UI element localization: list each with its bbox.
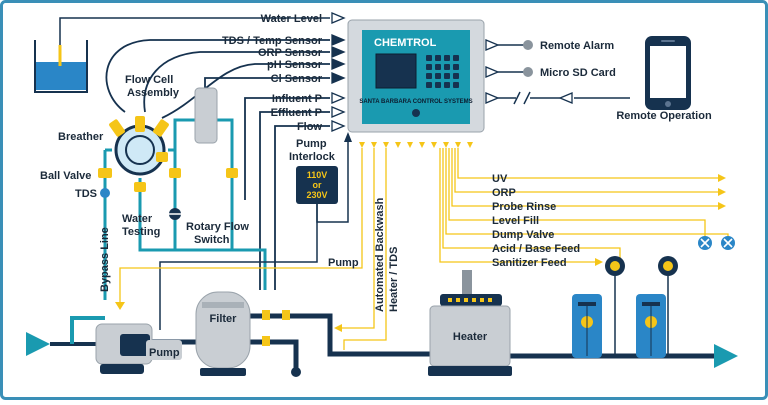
sensor-labels: Water Level TDS / Temp Sensor ORP Sensor… [222, 13, 323, 133]
label-effluent-pressure: Effluent P [271, 107, 322, 119]
label-heater-tds: Heater / TDS [388, 247, 400, 312]
interlock-or: or [313, 180, 322, 190]
interlock-arrowhead [344, 132, 352, 142]
label-flow-cell-assembly-1: Flow Cell [125, 74, 173, 86]
outflow-arrow-icon [714, 344, 738, 368]
label-sanitizer-feed: Sanitizer Feed [492, 257, 567, 269]
label-water-level: Water Level [261, 13, 322, 25]
label-remote-alarm: Remote Alarm [540, 40, 614, 52]
interlock-voltage-2: 230V [306, 190, 327, 200]
tds-sensor-icon [100, 188, 110, 198]
label-orp-sensor: ORP Sensor [258, 47, 323, 59]
label-ph-sensor: pH Sensor [267, 59, 323, 71]
label-pump-line: Pump [328, 257, 359, 269]
output-breaks [513, 91, 531, 105]
micro-sd-icon [523, 67, 533, 77]
label-orp-output: ORP [492, 187, 516, 199]
valve-icons [698, 236, 735, 250]
output-arrowheads [485, 39, 573, 104]
relay-lines [439, 148, 729, 263]
controller-screen [375, 53, 417, 89]
chemtrol-controller: CHEMTROL SANTA BARBARA CONTROL SYSTEMS [347, 19, 485, 133]
remote-alarm-icon [523, 40, 533, 50]
label-rotary-flow-1: Rotary Flow [186, 221, 249, 233]
label-water-testing-1: Water [122, 213, 153, 225]
label-tds: TDS [75, 188, 97, 200]
ball-valves [98, 168, 238, 192]
equipment-control-lines [119, 148, 387, 350]
water-tank [34, 17, 330, 93]
label-bypass-line: Bypass Line [99, 227, 111, 292]
relay-heads [595, 174, 726, 266]
label-influent-pressure: Influent P [272, 93, 322, 105]
label-flow: Flow [297, 121, 322, 133]
label-pump-interlock-1: Pump [296, 138, 327, 150]
flow-cell-assembly [109, 116, 169, 176]
inflow-arrow-icon [26, 332, 50, 356]
label-pump: Pump [149, 347, 180, 359]
label-dump-valve: Dump Valve [492, 229, 554, 241]
label-micro-sd-card: Micro SD Card [540, 67, 616, 79]
label-pump-interlock-2: Interlock [289, 151, 336, 163]
chemical-feeder-2 [636, 256, 678, 358]
pump-interlock-box: 110V or 230V [296, 166, 338, 204]
filter-tank [195, 291, 251, 376]
drain-outlet-icon [291, 367, 301, 377]
probe-canister [194, 87, 218, 144]
label-ball-valve: Ball Valve [40, 170, 91, 182]
heater-unit [428, 270, 512, 376]
controller-subtitle: SANTA BARBARA CONTROL SYSTEMS [359, 99, 472, 105]
sensor-wires [105, 39, 330, 290]
label-remote-operation: Remote Operation [616, 110, 712, 122]
smartphone-icon [645, 36, 691, 110]
controller-brand: CHEMTROL [374, 37, 437, 49]
label-rotary-flow-2: Switch [194, 234, 230, 246]
controller-indicator [412, 109, 420, 117]
label-acid-base-feed: Acid / Base Feed [492, 243, 580, 255]
controller-keypad [426, 55, 459, 88]
label-water-testing-2: Testing [122, 226, 160, 238]
interlock-pump-wire [159, 204, 318, 330]
pump-unit [95, 323, 182, 374]
backwash-arrow [334, 324, 342, 332]
output-links [498, 44, 630, 99]
relay-labels: UV ORP Probe Rinse Level Fill Dump Valve… [492, 173, 580, 269]
pump-control-arrow [115, 302, 125, 310]
label-cl-sensor: Cl Sensor [271, 73, 323, 85]
label-level-fill: Level Fill [492, 215, 539, 227]
interlock-voltage-1: 110V [307, 170, 328, 180]
label-probe-rinse: Probe Rinse [492, 201, 556, 213]
label-automated-backwash: Automated Backwash [374, 197, 386, 312]
label-flow-cell-assembly-2: Assembly [127, 87, 180, 99]
label-heater: Heater [453, 331, 488, 343]
label-tds-temp-sensor: TDS / Temp Sensor [222, 35, 323, 47]
chemical-feeder-1 [572, 256, 625, 358]
label-uv: UV [492, 173, 508, 185]
backwash-valves [262, 310, 290, 346]
label-filter: Filter [210, 313, 238, 325]
label-breather: Breather [58, 131, 104, 143]
relay-arrows [359, 142, 473, 148]
sensor-arrowheads [331, 12, 346, 132]
